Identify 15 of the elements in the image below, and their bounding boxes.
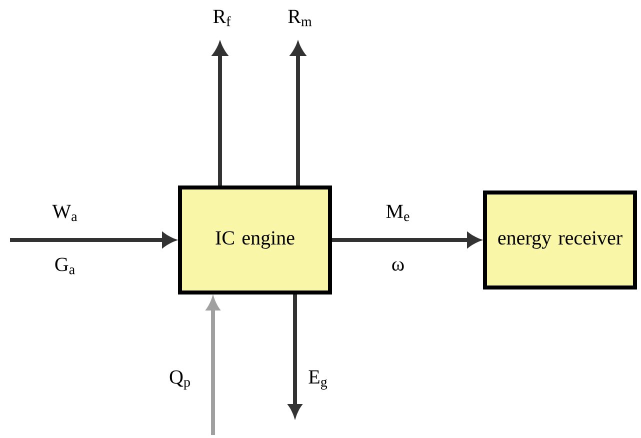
edge-label: W$_{a}$ xyxy=(52,204,78,222)
arrow xyxy=(10,232,176,248)
edge-label: R$_{m}$ xyxy=(288,10,312,26)
arrow xyxy=(290,42,306,186)
flow-label: ω xyxy=(392,261,404,271)
arrow xyxy=(288,294,302,417)
edge-label: Q$_{p}$ xyxy=(170,370,190,390)
edge-label: M$_{e}$ xyxy=(386,204,410,222)
process-box: energy receiver xyxy=(483,190,637,290)
flow-label: G$_{a}$ xyxy=(55,258,75,274)
arrow xyxy=(212,42,228,186)
edge-label: E$_{g}$ xyxy=(308,370,328,390)
arrow xyxy=(332,232,480,248)
edge-label: R$_{f}$ xyxy=(213,10,231,26)
process-box: IC engine xyxy=(178,186,332,294)
